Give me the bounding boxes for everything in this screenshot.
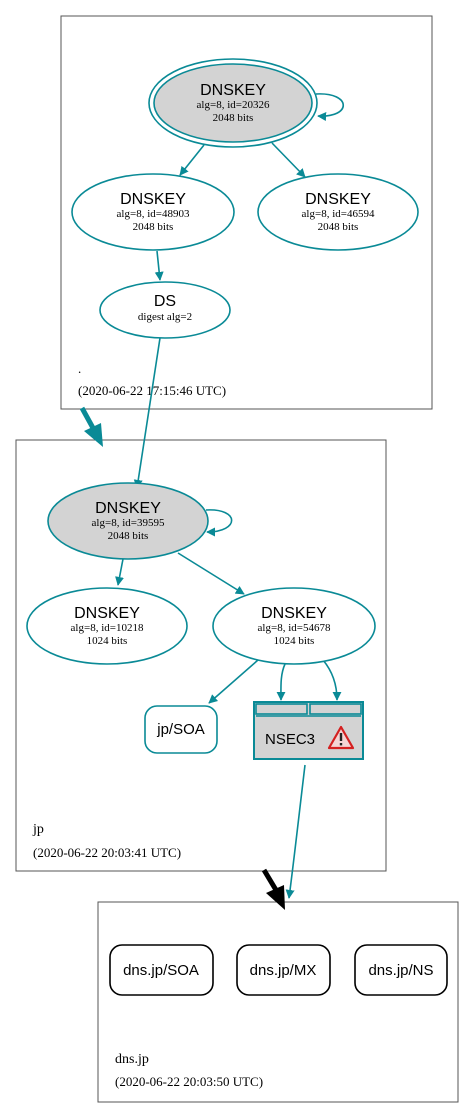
zone-dnsjp-name: dns.jp (115, 1052, 149, 1067)
edge-jp-ksk-self (205, 509, 233, 537)
node-label: dns.jp/MX (250, 962, 317, 979)
node-label: dns.jp/NS (368, 962, 433, 979)
node-detail: 2048 bits (133, 221, 174, 233)
edge-jp-ksk-zsk1 (115, 558, 124, 586)
node-detail: alg=8, id=39595 (92, 517, 165, 529)
zone-jp-timestamp: (2020-06-22 20:03:41 UTC) (33, 845, 181, 860)
edge-root-zsk1-ds (154, 250, 164, 281)
node-title: DNSKEY (200, 82, 266, 99)
node-detail: 1024 bits (274, 635, 315, 647)
edge-root-ksk-zsk2 (271, 142, 306, 178)
node-title: DNSKEY (74, 605, 140, 622)
node-detail: 2048 bits (213, 112, 254, 124)
edge-jp-ksk-zsk2 (177, 552, 245, 595)
zone-root-name: . (78, 361, 81, 376)
node-title: DNSKEY (120, 191, 186, 208)
zone-dnsjp-timestamp: (2020-06-22 20:03:50 UTC) (115, 1074, 263, 1089)
node-jp-zsk-10218[interactable]: DNSKEY alg=8, id=10218 1024 bits (26, 587, 188, 665)
edge-root-ksk-self (315, 93, 345, 121)
node-detail: digest alg=2 (138, 311, 192, 323)
node-detail: alg=8, id=54678 (258, 622, 331, 634)
zone-jp-box (15, 439, 387, 872)
zone-root-box (60, 15, 433, 410)
node-jp-soa[interactable]: jp/SOA (144, 705, 218, 754)
edge-ds-jp-ksk (133, 337, 161, 489)
node-root-ksk[interactable]: DNSKEY alg=8, id=20326 2048 bits (148, 58, 318, 148)
node-detail: alg=8, id=10218 (71, 622, 144, 634)
delegation-arrow-jp-dnsjp (261, 868, 285, 910)
node-dnsjp-mx[interactable]: dns.jp/MX (236, 944, 331, 996)
delegation-arrow-root-jp (79, 406, 103, 447)
node-label: dns.jp/SOA (123, 962, 199, 979)
node-detail: alg=8, id=20326 (197, 99, 270, 111)
node-root-zsk-46594[interactable]: DNSKEY alg=8, id=46594 2048 bits (257, 173, 419, 251)
warning-icon (327, 725, 355, 750)
zone-jp-name: jp (32, 822, 44, 837)
node-label: NSEC3 (265, 731, 315, 748)
node-title: DNSKEY (261, 605, 327, 622)
node-root-zsk-48903[interactable]: DNSKEY alg=8, id=48903 2048 bits (71, 173, 235, 251)
node-title: DS (154, 293, 176, 310)
node-title: DNSKEY (305, 191, 371, 208)
node-jp-ksk[interactable]: DNSKEY alg=8, id=39595 2048 bits (47, 482, 209, 560)
edge-jp-zsk2-soa (208, 659, 259, 704)
node-detail: 2048 bits (318, 221, 359, 233)
node-detail: 1024 bits (87, 635, 128, 647)
node-jp-nsec3[interactable]: NSEC3 (253, 701, 364, 760)
node-detail: alg=8, id=48903 (117, 208, 190, 220)
node-detail: 2048 bits (108, 530, 149, 542)
node-dnsjp-soa[interactable]: dns.jp/SOA (109, 944, 214, 996)
node-root-ds[interactable]: DS digest alg=2 (99, 281, 231, 339)
node-jp-zsk-54678[interactable]: DNSKEY alg=8, id=54678 1024 bits (212, 587, 376, 665)
zone-dnsjp-box (97, 901, 459, 1103)
edge-nsec3-dnsjp (285, 764, 306, 899)
node-dnsjp-ns[interactable]: dns.jp/NS (354, 944, 448, 996)
edge-root-ksk-zsk1 (179, 144, 205, 176)
node-detail: alg=8, id=46594 (302, 208, 375, 220)
node-label: jp/SOA (156, 721, 205, 738)
node-title: DNSKEY (95, 500, 161, 517)
edge-jp-zsk2-nsec3-b (322, 659, 342, 701)
edge-jp-zsk2-nsec3-a (276, 663, 286, 701)
